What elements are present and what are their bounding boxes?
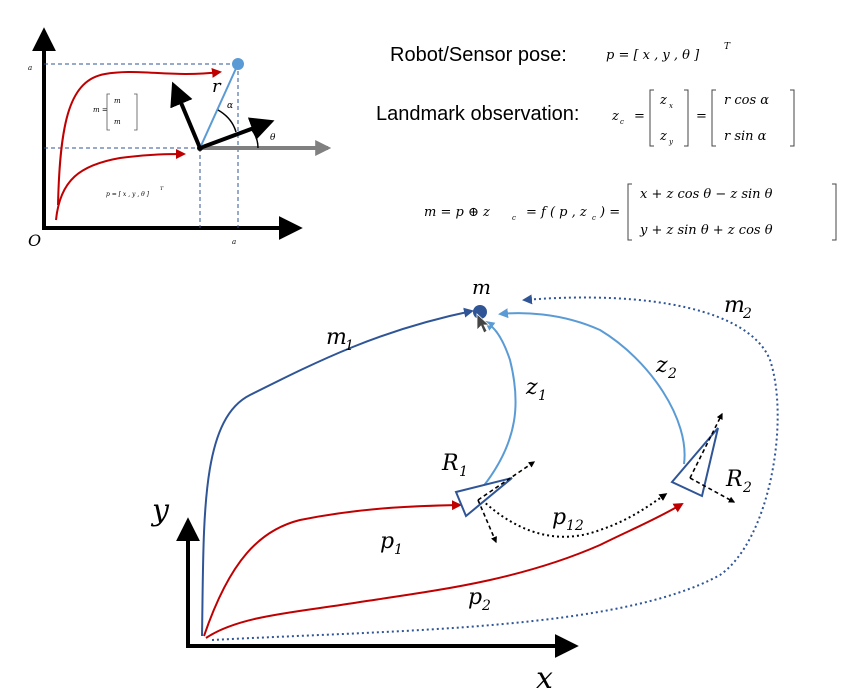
observation-eq: = <box>634 109 645 124</box>
inset-landmark-curve <box>57 67 222 206</box>
pose-equation-sup: T <box>724 42 731 52</box>
p1-label: p <box>380 529 394 554</box>
robot-r2-x-axis <box>689 412 723 479</box>
equations-panel: Robot/Sensor pose: p = [ x , y , θ ] T L… <box>376 42 837 241</box>
m1-path <box>201 307 474 637</box>
p2-label: p <box>468 585 482 610</box>
observation-vec-top: z <box>659 93 667 108</box>
robot-r1-y-axis <box>477 499 497 544</box>
observation-lhs: z <box>611 109 619 124</box>
inset-r-label: r <box>212 76 222 97</box>
composition-top: x + z cos θ − z sin θ <box>640 187 773 202</box>
z1-path <box>481 320 517 489</box>
inset-pose-curve <box>55 149 186 221</box>
observation-res-bot: r sin α <box>724 129 767 144</box>
p12-path <box>481 493 668 538</box>
robot-r1 <box>454 461 536 544</box>
p12-label-sub: 12 <box>566 518 584 534</box>
inset-alpha-label: α <box>227 101 233 111</box>
z2-label: z <box>655 353 668 378</box>
r2-label: R <box>725 467 743 492</box>
observation-res-bracket-right <box>790 89 795 147</box>
p12-label: p <box>552 505 566 530</box>
main-y-axis-label: y <box>150 493 170 528</box>
inset-m-bracket-left <box>106 93 110 131</box>
r2-label-sub: 2 <box>742 480 752 496</box>
inset-diagram: O a a r α θ m = m m p = [ x , y , θ ] T <box>28 27 332 250</box>
composition-mid-sub: c <box>592 214 596 222</box>
z2-label-sub: 2 <box>667 366 677 382</box>
p2-path <box>205 502 684 639</box>
landmark-label: m <box>472 275 491 299</box>
z1-label-sub: 1 <box>538 388 547 404</box>
robot-r2-y-axis <box>689 477 736 503</box>
composition-mid: = f ( p , z <box>526 205 587 220</box>
inset-robot-dot <box>197 145 203 151</box>
r1-label: R <box>441 451 459 476</box>
composition-bracket-right <box>832 183 837 241</box>
inset-ax-tick: a <box>232 238 236 246</box>
robot-r1-body <box>454 477 513 518</box>
inset-theta-label: θ <box>270 133 276 143</box>
composition-bracket-left <box>627 183 632 241</box>
composition-mid-end: ) = <box>599 205 620 220</box>
m2-label: m <box>724 293 745 318</box>
observation-lhs-sub: c <box>620 118 624 126</box>
main-diagram: y x m m 1 m <box>150 275 779 696</box>
inset-ay-tick: a <box>28 64 32 72</box>
observation-vec-bracket-left <box>649 89 654 147</box>
robot-r2 <box>670 412 736 503</box>
inset-frame-y-arrow <box>170 81 202 149</box>
inset-m-eq: m = <box>93 106 108 114</box>
z1-label: z <box>525 375 538 400</box>
inset-landmark-dot <box>232 58 244 70</box>
inset-frame-x-arrow <box>199 117 275 150</box>
inset-m-y: m <box>114 118 121 126</box>
composition-lhs: m = p ⊕ z <box>424 205 490 220</box>
observation-vec-bot: z <box>659 129 667 144</box>
observation-res-top: r cos α <box>724 93 769 108</box>
pose-equation: p = [ x , y , θ ] <box>606 48 700 63</box>
p1-path <box>203 500 462 637</box>
robot-r1-x-axis <box>477 461 536 501</box>
observation-vec-bracket-right <box>684 89 689 147</box>
observation-vec-bot-sub: y <box>668 138 674 146</box>
cursor-icon <box>476 313 491 334</box>
m2-label-sub: 2 <box>742 306 752 322</box>
p1-label-sub: 1 <box>394 542 403 558</box>
composition-bot: y + z sin θ + z cos θ <box>639 223 773 238</box>
inset-m-bracket-right <box>134 93 138 131</box>
inset-origin-label: O <box>28 231 41 250</box>
inset-alpha-arc <box>217 109 237 133</box>
inset-m-x: m <box>114 97 121 105</box>
r1-label-sub: 1 <box>459 464 468 480</box>
inset-p-eq: p = [ x , y , θ ] <box>106 191 150 198</box>
main-x-axis-label: x <box>536 661 553 696</box>
robot-r2-body <box>670 427 719 498</box>
observation-vec-top-sub: x <box>669 102 673 110</box>
z2-path <box>498 308 686 465</box>
inset-p-sup: T <box>160 186 164 192</box>
pose-label: Robot/Sensor pose: <box>390 44 567 66</box>
m1-label-sub: 1 <box>345 338 354 354</box>
observation-label: Landmark observation: <box>376 103 579 125</box>
observation-eq2: = <box>696 109 707 124</box>
observation-res-bracket-left <box>711 89 716 147</box>
m2-path <box>211 294 779 641</box>
composition-lhs-sub: c <box>512 214 516 222</box>
m1-label: m <box>326 325 347 350</box>
inset-theta-arc <box>251 129 259 149</box>
landmark-dot <box>473 305 487 319</box>
p2-label-sub: 2 <box>481 598 491 614</box>
inset-range-line <box>199 63 239 149</box>
